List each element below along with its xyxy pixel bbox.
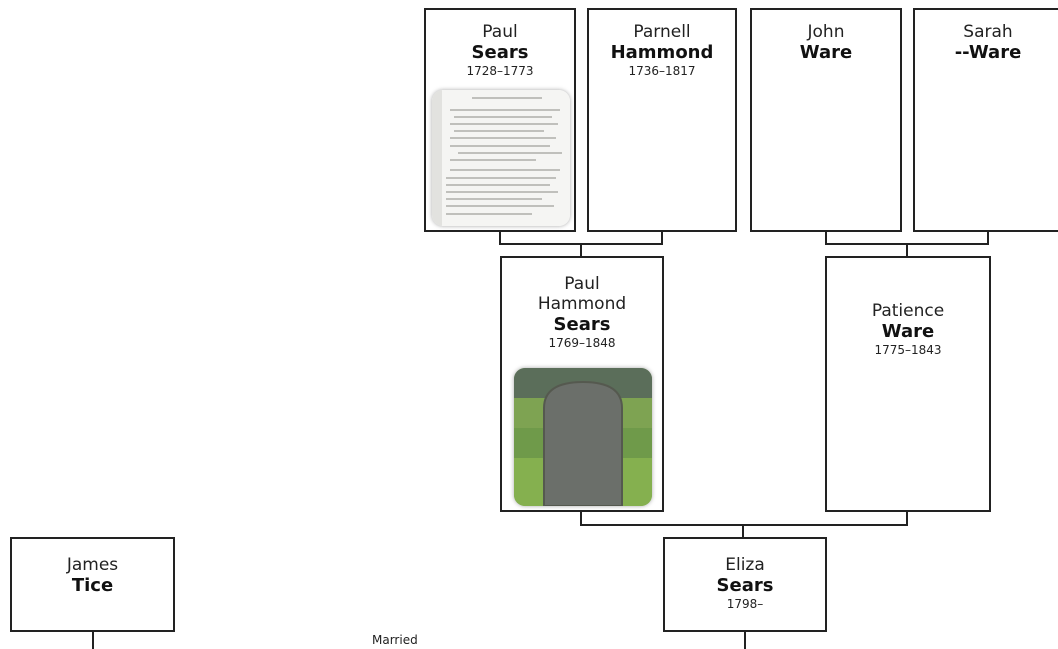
life-dates: 1775–1843 [874, 343, 942, 357]
document-record-image [432, 90, 570, 226]
connector-line [987, 232, 989, 244]
person-card-patience-ware[interactable]: Patience Ware 1775–1843 [825, 256, 991, 512]
given-name: James [66, 555, 119, 575]
surname: Hammond [610, 42, 714, 63]
person-card-paul-hammond-sears[interactable]: Paul Hammond Sears 1769–1848 [500, 256, 664, 512]
person-card-parnell-hammond[interactable]: Parnell Hammond 1736–1817 [587, 8, 737, 232]
connector-line [825, 232, 827, 244]
connector-line [906, 512, 908, 525]
person-card-eliza-sears[interactable]: Eliza Sears 1798– [663, 537, 827, 632]
connector-line [744, 632, 746, 649]
life-dates: 1769–1848 [548, 336, 616, 350]
connector-line [499, 232, 501, 244]
connector-line [580, 243, 582, 257]
given-name: Sarah [963, 22, 1013, 42]
middle-name: Hammond [537, 294, 627, 314]
married-label: Married [372, 633, 418, 647]
given-name: Paul [564, 274, 600, 294]
life-dates: 1728–1773 [466, 64, 534, 78]
surname: Sears [553, 314, 611, 335]
given-name: John [807, 22, 845, 42]
surname: --Ware [954, 42, 1022, 63]
gravestone-photo[interactable] [514, 368, 652, 506]
surname: Ware [799, 42, 853, 63]
connector-line [92, 632, 94, 649]
given-name: Eliza [725, 555, 765, 575]
gravestone-image [514, 368, 652, 506]
person-card-sarah-ware[interactable]: Sarah --Ware [913, 8, 1058, 232]
life-dates: 1798– [726, 597, 764, 611]
connector-line [906, 243, 908, 257]
connector-line [580, 512, 582, 525]
person-card-john-ware[interactable]: John Ware [750, 8, 902, 232]
connector-line [580, 524, 908, 526]
connector-line [742, 524, 744, 538]
surname: Ware [881, 321, 935, 342]
person-card-paul-sears[interactable]: Paul Sears 1728–1773 [424, 8, 576, 232]
life-dates: 1736–1817 [628, 64, 696, 78]
surname: Tice [71, 575, 114, 596]
surname: Sears [716, 575, 774, 596]
given-name: Parnell [633, 22, 691, 42]
given-name: Patience [871, 301, 945, 321]
person-card-james-tice[interactable]: James Tice [10, 537, 175, 632]
given-name: Paul [482, 22, 518, 42]
connector-line [661, 232, 663, 244]
surname: Sears [471, 42, 529, 63]
document-photo[interactable] [432, 90, 570, 226]
